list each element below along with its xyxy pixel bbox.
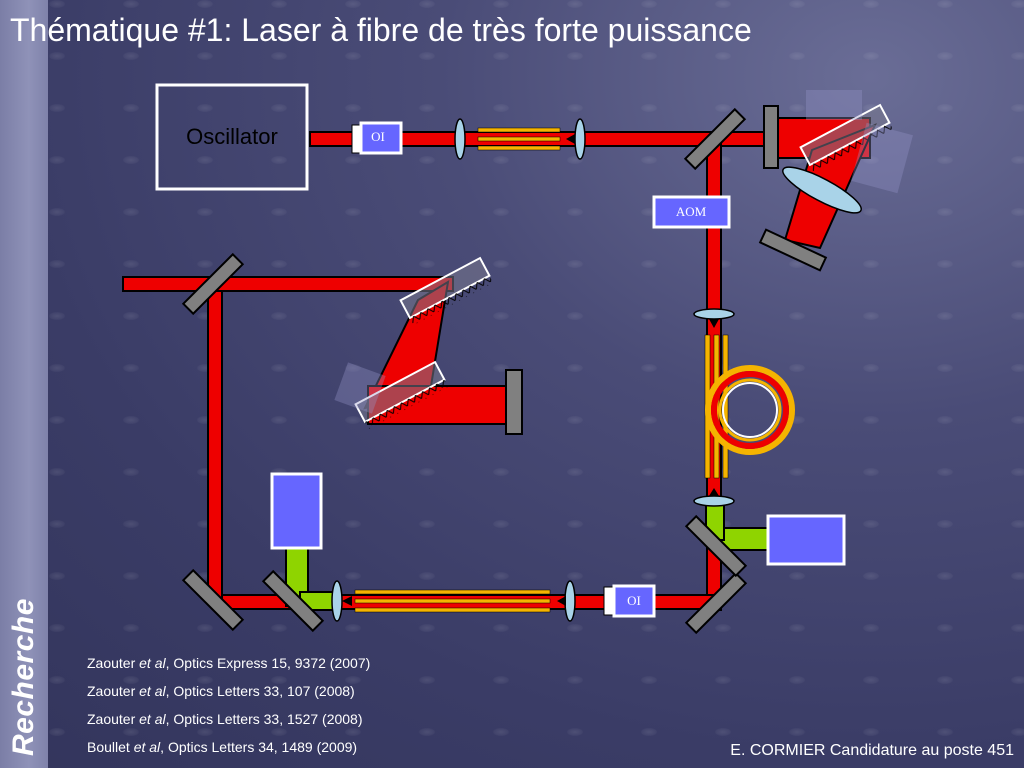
mirror-stretcher-roof (758, 228, 828, 272)
lenses (331, 118, 862, 622)
reference-item: Zaouter et al, Optics Letters 33, 107 (2… (87, 683, 355, 699)
compressor-shadow (334, 362, 386, 414)
oscillator-box: Oscillator (155, 83, 309, 191)
lens-top-2 (574, 118, 586, 160)
lens-stretcher (782, 166, 862, 214)
references-list: Zaouter et al, Optics Express 15, 9372 (… (87, 654, 607, 766)
sidebar: Recherche (0, 0, 48, 768)
mirrors (181, 105, 828, 635)
reference-item: Zaouter et al, Optics Express 15, 9372 (… (87, 655, 371, 671)
beam-left-top (122, 276, 454, 292)
reference-item: Boullet et al, Optics Letters 34, 1489 (… (87, 739, 358, 755)
isolator-top-label: OI (371, 129, 385, 144)
fiber-top (477, 127, 561, 151)
reference-item: Zaouter et al, Optics Letters 33, 1527 (… (87, 711, 363, 727)
mirror-top-right (683, 107, 747, 171)
stretcher-shadow-right (851, 122, 913, 194)
aom-label: AOM (676, 204, 707, 219)
oscillator-label: Oscillator (186, 124, 278, 149)
mirror-bottom-right (684, 571, 748, 635)
mirror-bottom-left (181, 568, 245, 632)
lens-right-1 (693, 308, 735, 320)
stretcher-shadow-top (806, 90, 862, 120)
gratings (334, 90, 913, 430)
pump-diode-right (766, 514, 846, 566)
compressor-grating-top (399, 256, 494, 326)
mirror-right-dichroic (684, 514, 748, 578)
mirror-compressor-end (505, 369, 523, 435)
mirror-bottom-dichroic (261, 569, 325, 633)
mirror-left-top (181, 252, 245, 316)
isolator-bottom: OI (603, 584, 656, 618)
fibers (354, 127, 795, 613)
pump-diode-left (270, 472, 323, 550)
fiber-coil (705, 365, 795, 455)
mirror-stretcher-end (763, 105, 779, 169)
lens-bottom-2 (564, 580, 576, 622)
isolator-bottom-label: OI (627, 593, 641, 608)
footer-credit: E. CORMIER Candidature au poste 451 (730, 742, 1014, 759)
slide-title: Thématique #1: Laser à fibre de très for… (10, 12, 752, 48)
aom-box: AOM (652, 195, 731, 229)
compressor-grating-bottom (354, 360, 449, 430)
fiber-bottom (354, 589, 551, 613)
lens-top-1 (454, 118, 466, 160)
isolator-top: OI (351, 121, 403, 155)
stretcher-grating (799, 103, 894, 173)
beam-left-vertical (207, 279, 223, 603)
lens-bottom-1 (331, 580, 343, 622)
lens-right-2 (693, 495, 735, 507)
